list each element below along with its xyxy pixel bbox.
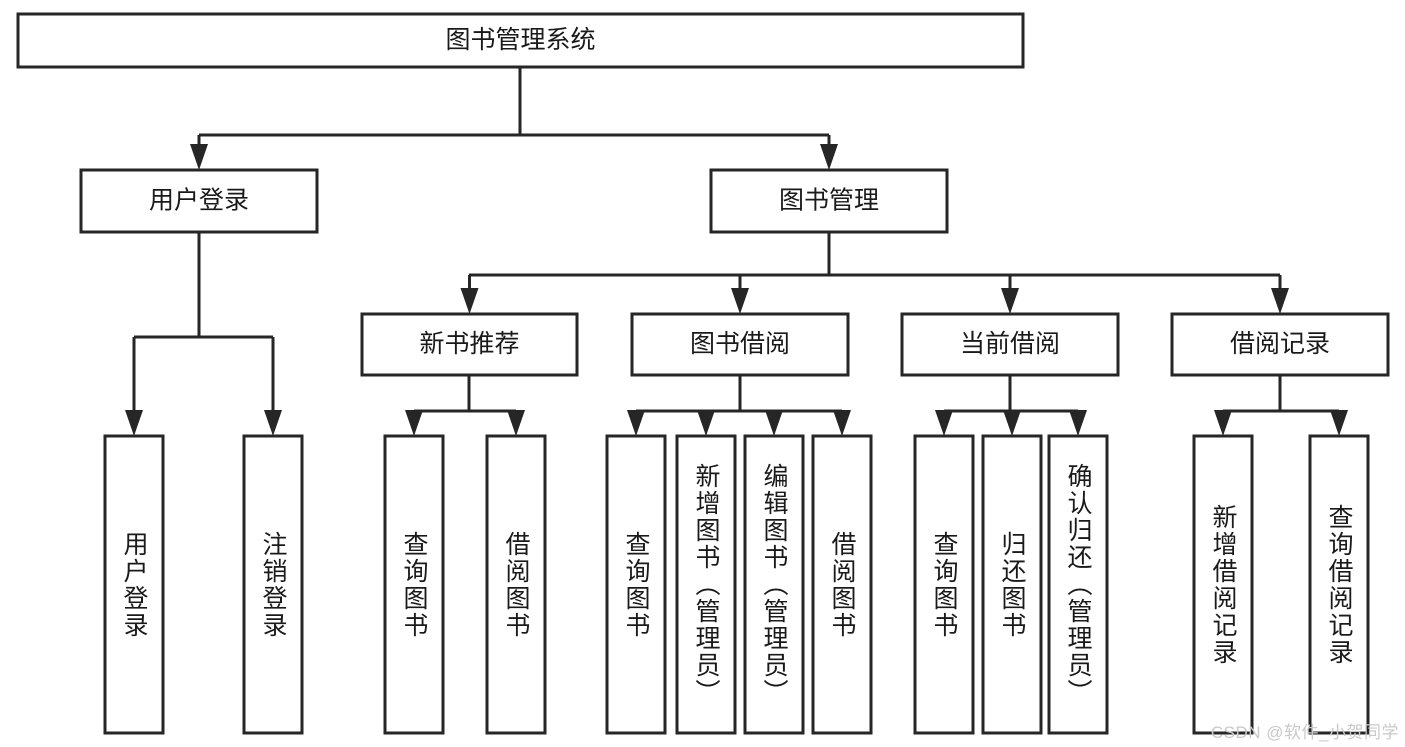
node-leaf-borrow-book-2-label: 借阅图书: [828, 530, 856, 639]
node-leaf-borrow-book-2[interactable]: [811, 434, 873, 735]
arrow-head-icon: [1001, 288, 1019, 314]
node-user-login-label: 用户登录: [149, 187, 249, 215]
node-root-label: 图书管理系统: [445, 26, 595, 54]
node-leaf-logout-login-label: 注销登录: [259, 530, 287, 639]
node-leaf-query-book-1-label: 查询图书: [400, 530, 428, 639]
csdn-watermark: CSDN @软件_小贺同学: [1210, 723, 1399, 742]
node-leaf-user-login-label: 用户登录: [120, 530, 148, 639]
node-book-manage[interactable]: [709, 168, 949, 234]
arrow-head-icon: [697, 410, 715, 436]
arrow-head-icon: [125, 410, 143, 436]
arrow-head-icon: [765, 410, 783, 436]
node-new-book-recommend[interactable]: [360, 312, 579, 377]
arrow-head-icon: [507, 410, 525, 436]
node-leaf-query-book-3-label: 查询图书: [930, 530, 958, 639]
node-leaf-edit-book-label: 编辑图书（管理员）: [760, 463, 788, 706]
node-current-borrow[interactable]: [900, 312, 1120, 377]
node-leaf-confirm-return-label: 确认归还（管理员）: [1064, 463, 1092, 706]
node-root[interactable]: [16, 12, 1025, 69]
arrow-head-icon: [1271, 288, 1289, 314]
node-current-borrow-label: 当前借阅: [960, 330, 1060, 358]
node-leaf-borrow-book-1-label: 借阅图书: [502, 530, 530, 639]
node-leaf-return-book[interactable]: [981, 434, 1043, 735]
arrow-head-icon: [190, 144, 208, 170]
node-book-borrow-label: 图书借阅: [690, 330, 790, 358]
arrow-head-icon: [1069, 410, 1087, 436]
arrow-head-icon: [1330, 410, 1348, 436]
arrow-head-icon: [833, 410, 851, 436]
node-leaf-query-book-2-label: 查询图书: [622, 530, 650, 639]
node-leaf-add-record-label: 新增借阅记录: [1209, 503, 1237, 666]
boxes-layer: [16, 12, 1390, 735]
node-book-manage-label: 图书管理: [779, 187, 879, 215]
node-borrow-record[interactable]: [1170, 312, 1390, 377]
arrow-head-icon: [935, 410, 953, 436]
node-user-login[interactable]: [79, 168, 319, 234]
node-leaf-query-book-1[interactable]: [383, 434, 445, 735]
node-leaf-query-record[interactable]: [1308, 434, 1370, 735]
arrow-head-icon: [405, 410, 423, 436]
node-leaf-logout-login[interactable]: [242, 434, 304, 735]
node-leaf-return-book-label: 归还图书: [998, 530, 1026, 639]
arrow-head-icon: [1214, 410, 1232, 436]
node-leaf-query-book-3[interactable]: [913, 434, 975, 735]
node-leaf-edit-book[interactable]: [743, 434, 805, 735]
arrow-head-icon: [820, 144, 838, 170]
node-leaf-add-book-label: 新增图书（管理员）: [692, 463, 720, 706]
arrow-head-icon: [731, 288, 749, 314]
arrow-head-icon: [460, 288, 479, 314]
arrow-head-icon: [627, 410, 645, 436]
node-leaf-borrow-book-1[interactable]: [485, 434, 547, 735]
arrow-head-icon: [264, 410, 282, 436]
node-borrow-record-label: 借阅记录: [1230, 330, 1330, 358]
node-leaf-query-record-label: 查询借阅记录: [1325, 503, 1353, 666]
node-new-book-recommend-label: 新书推荐: [419, 330, 519, 358]
arrow-head-icon: [1003, 410, 1021, 436]
node-leaf-add-record[interactable]: [1192, 434, 1254, 735]
node-leaf-add-book[interactable]: [675, 434, 737, 735]
node-leaf-user-login[interactable]: [103, 434, 165, 735]
node-leaf-query-book-2[interactable]: [605, 434, 667, 735]
node-book-borrow[interactable]: [630, 312, 850, 377]
node-leaf-confirm-return[interactable]: [1047, 434, 1109, 735]
edges-layer: [125, 67, 1348, 436]
